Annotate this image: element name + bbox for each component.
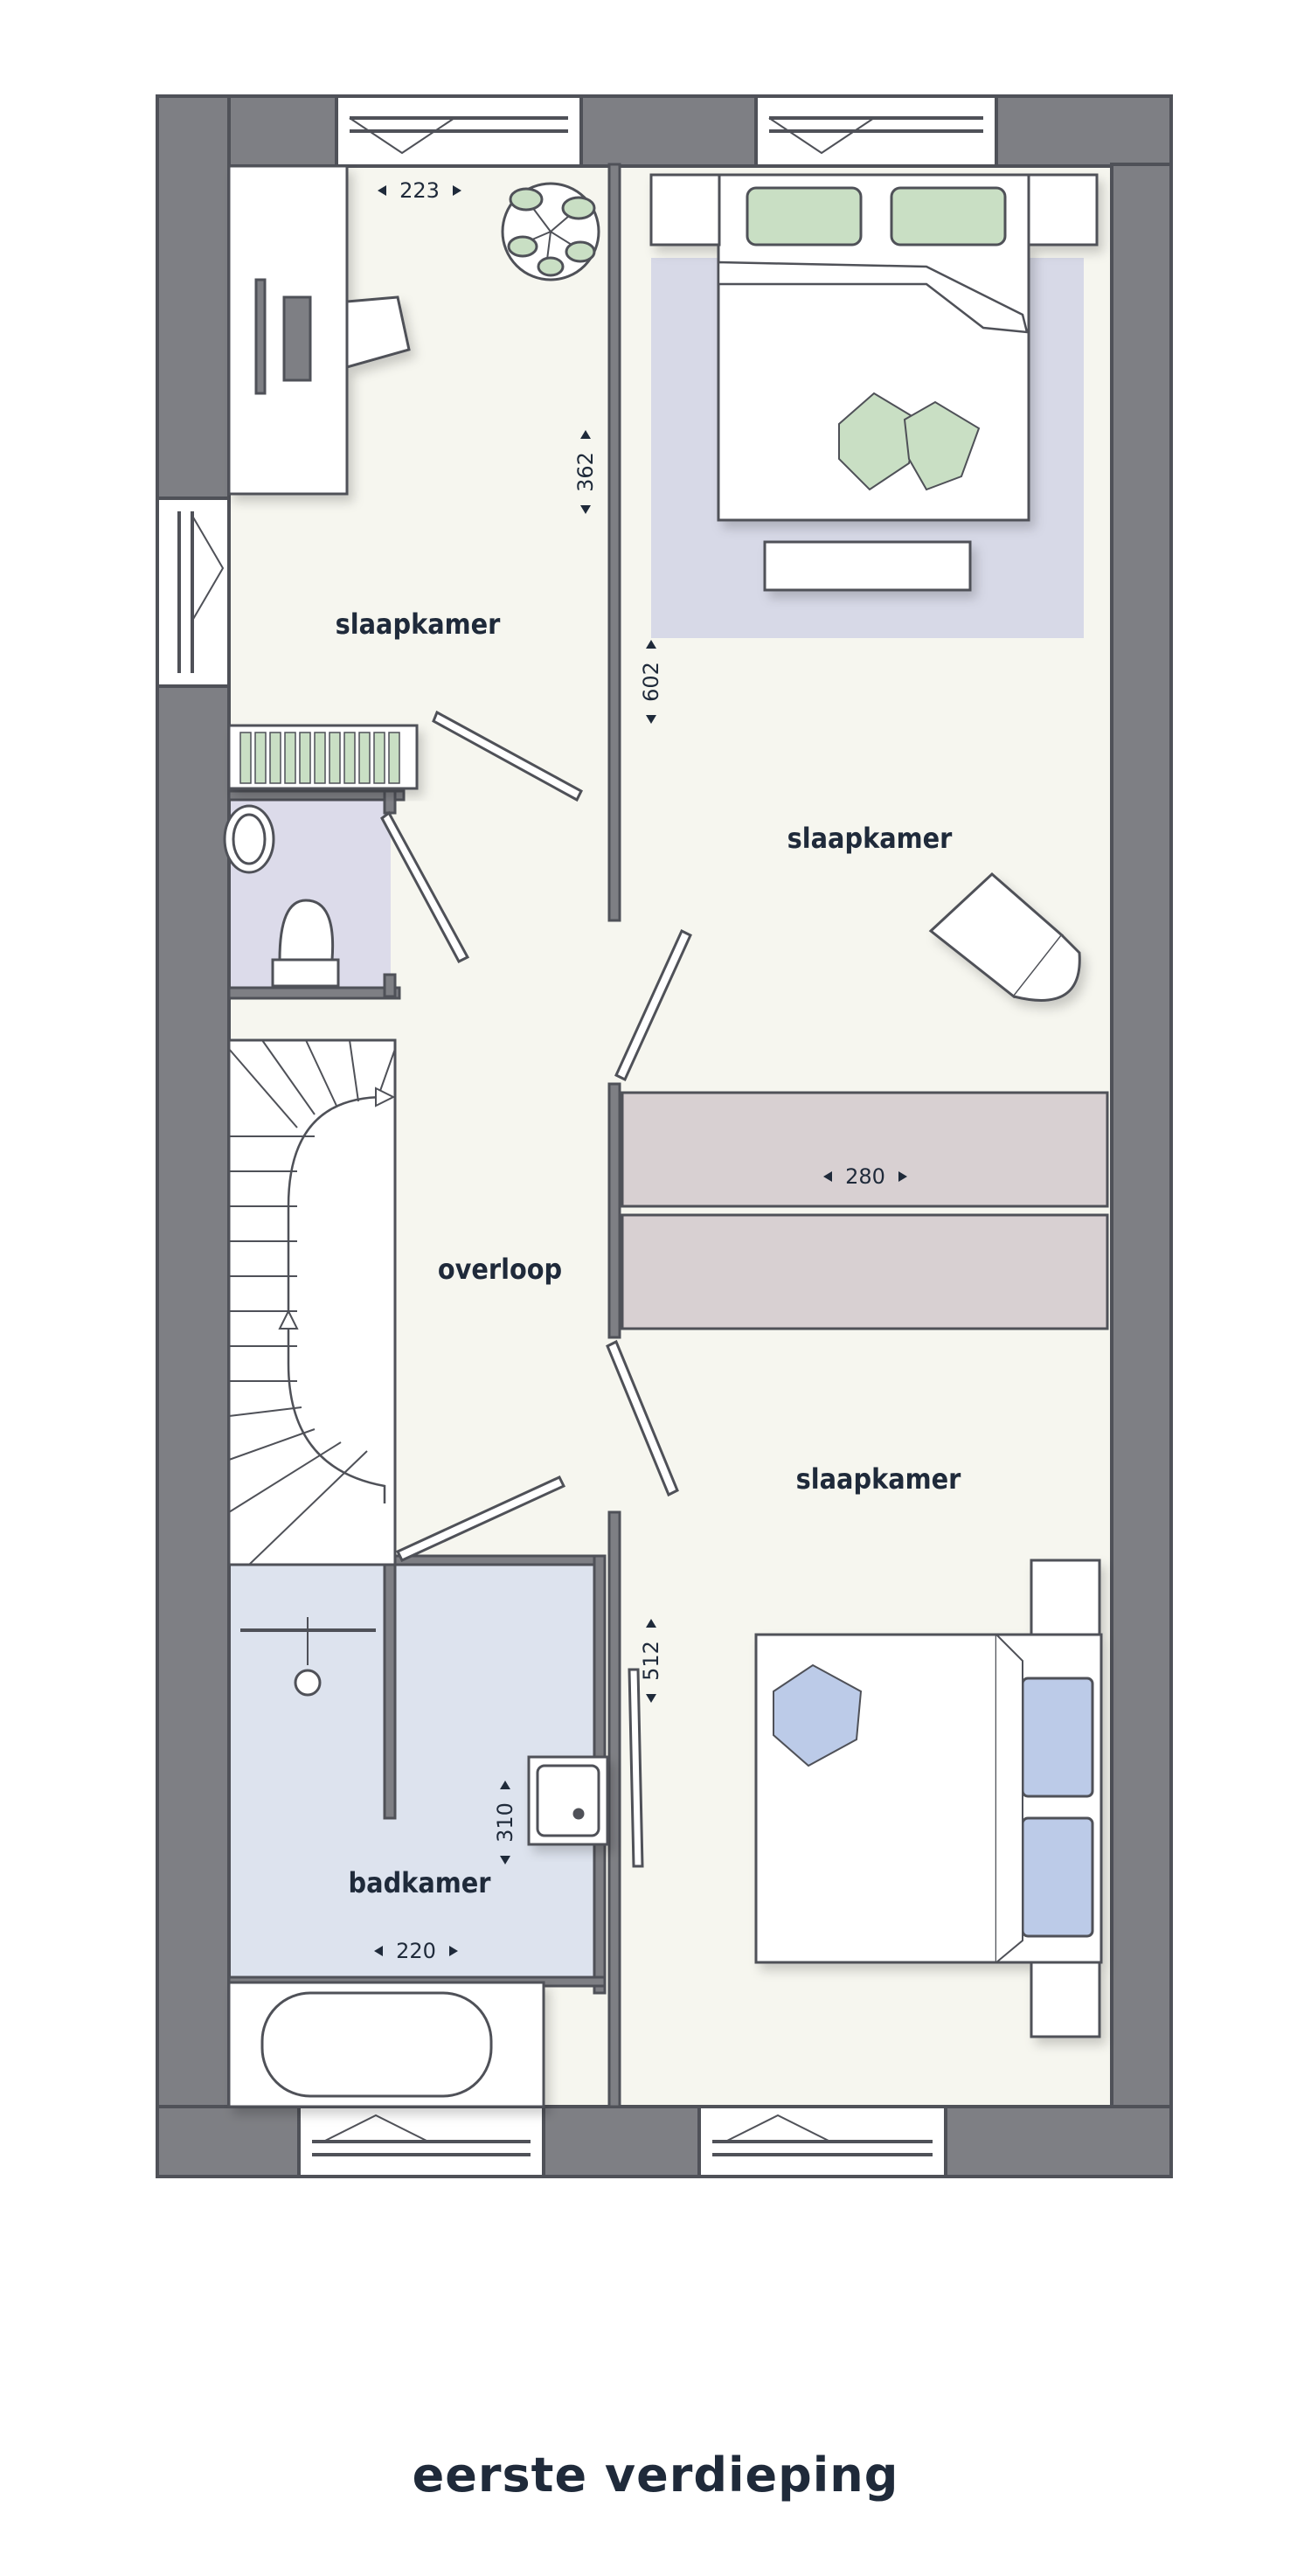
desk-bedroom-1: [227, 164, 411, 496]
bookshelf: [227, 724, 419, 790]
bathtub-icon: [227, 1981, 545, 2108]
window-top-left: [335, 94, 583, 168]
door-bathroom: [395, 1475, 566, 1562]
window-bottom-right: [697, 2105, 947, 2178]
double-bed-bottom: [754, 1559, 1103, 2038]
cushion-green-1: [838, 392, 919, 491]
room-labels: slaapkamer slaapkamer overloop slaapkame…: [336, 608, 962, 1899]
wall-bedroom-divider-upper: [607, 163, 621, 922]
cushion-green-2: [903, 400, 981, 491]
label-slaapkamer-3: slaapkamer: [796, 1462, 962, 1496]
furniture: [223, 164, 1103, 2108]
door-toilet: [380, 810, 470, 963]
dim-220: 220: [374, 1939, 458, 1963]
dim-280: 280: [823, 1164, 907, 1189]
cushion-blue: [773, 1663, 863, 1767]
svg-text:310: 310: [493, 1802, 517, 1843]
label-overloop: overloop: [438, 1253, 562, 1286]
wall-top-mid: [579, 94, 758, 168]
wall-bottom-left: [156, 2105, 301, 2178]
door-bedroom-1: [432, 710, 583, 802]
stair-arrow-mid: [278, 1309, 299, 1330]
window-left: [156, 496, 231, 688]
dim-362: 362: [573, 430, 598, 514]
svg-text:602: 602: [639, 662, 663, 702]
wall-left-lower: [156, 684, 231, 2178]
wall-left-upper: [156, 94, 231, 500]
shower-icon: [240, 1617, 376, 1697]
wardrobe-upper: [621, 1091, 1109, 1208]
svg-text:512: 512: [639, 1641, 663, 1681]
staircase: [227, 1038, 397, 1566]
wall-top-right: [995, 94, 1173, 168]
window-top-right: [754, 94, 998, 168]
wall-bottom-right: [944, 2105, 1173, 2178]
wall-toilet-top: [227, 789, 406, 802]
wall-bedroom-divider-lower: [607, 1510, 621, 2108]
door-bedroom-3b: [628, 1668, 644, 1868]
doors: [380, 710, 692, 1868]
dim-602: 602: [639, 640, 663, 724]
wall-bottom-mid: [542, 2105, 701, 2178]
wall-wardrobe-left: [607, 1082, 621, 1339]
sink-icon: [527, 1755, 609, 1846]
wall-toilet-right-top: [383, 789, 397, 815]
stair-arrow-up: [375, 1087, 396, 1107]
dim-223: 223: [378, 178, 461, 203]
label-badkamer: badkamer: [349, 1866, 492, 1899]
label-slaapkamer-1: slaapkamer: [336, 608, 502, 641]
double-bed-top: [649, 173, 1099, 592]
dim-310: 310: [493, 1781, 517, 1864]
door-bedroom-3: [606, 1339, 679, 1497]
dim-512: 512: [639, 1619, 663, 1703]
svg-text:362: 362: [573, 452, 598, 492]
wall-toilet-right-bottom: [383, 973, 397, 998]
wardrobe-lower: [621, 1213, 1109, 1330]
window-bottom-left: [297, 2105, 545, 2178]
toilet-icon: [223, 804, 340, 988]
wall-toilet-bottom: [227, 986, 401, 1000]
svg-text:223: 223: [399, 178, 440, 203]
dimension-labels: 223 362 602 280 512 310: [374, 178, 907, 1963]
stair-walkline: [287, 1095, 386, 1503]
svg-text:220: 220: [396, 1939, 436, 1963]
door-bedroom-2: [614, 928, 692, 1082]
label-slaapkamer-2: slaapkamer: [787, 822, 954, 855]
wall-bath-inner: [383, 1563, 397, 1820]
plant-icon: [501, 182, 600, 281]
stair-treads: [228, 1039, 396, 1566]
svg-text:280: 280: [845, 1164, 885, 1189]
wardrobes: [621, 1091, 1109, 1330]
outer-walls: [156, 94, 1173, 2178]
chair-bedroom-2: [928, 871, 1081, 1002]
windows: [156, 94, 998, 2178]
floor-caption: eerste verdieping: [412, 2448, 899, 2503]
wall-right: [1110, 163, 1173, 2111]
